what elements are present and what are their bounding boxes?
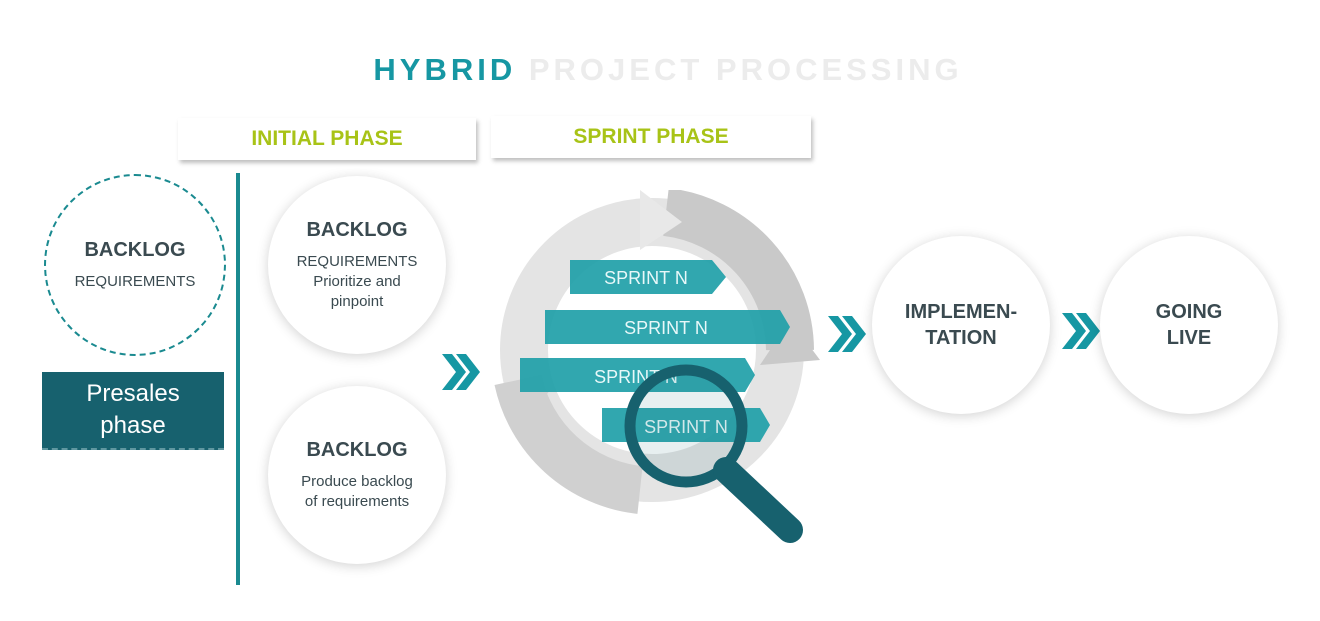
sprint-cycle-graphic: SPRINT N SPRINT N SPRINT N SPRINT N [494,190,820,543]
initial-backlog-top-circle: BACKLOG REQUIREMENTS Prioritize and pinp… [268,176,446,354]
presales-backlog-heading: BACKLOG [84,238,186,261]
sprint-banner-1: SPRINT N [570,260,726,294]
phase-divider-line [236,173,240,585]
sprint-label-2: SPRINT N [624,318,708,338]
implementation-line1: IMPLEMEN- [904,301,1018,323]
going-live-circle: GOING LIVE [1100,236,1278,414]
initial-top-line1: REQUIREMENTS [296,252,418,270]
sprint-phase-header: SPRINT PHASE [491,116,811,158]
chevron-double-right-icon [1062,313,1100,349]
presales-line2: phase [100,412,166,439]
initial-top-line2: Prioritize and [313,272,401,290]
going-live-line2: LIVE [1166,327,1212,349]
going-live-line1: GOING [1155,301,1223,323]
initial-phase-header: INITIAL PHASE [178,118,476,160]
initial-top-line3: pinpoint [330,292,384,310]
chevron-double-right-icon [442,354,480,390]
initial-top-heading: BACKLOG [306,218,408,241]
page-title: HYBRID PROJECT PROCESSING [0,52,1320,88]
sprint-banner-4: SPRINT N [602,408,770,442]
presales-line1: Presales [86,380,180,407]
initial-bottom-line1: Produce backlog [301,472,413,490]
sprint-label-1: SPRINT N [604,268,688,288]
presales-phase-box: Presales phase [42,372,224,450]
magnifier-icon [624,364,803,543]
implementation-line2: TATION [925,327,997,349]
title-part-hybrid: HYBRID [373,52,517,87]
sprint-label-4: SPRINT N [644,417,728,437]
cycle-arrows-icon [494,190,820,514]
title-part-rest: PROJECT PROCESSING [528,52,963,87]
sprint-banner-2: SPRINT N [545,310,790,344]
initial-bottom-line2: of requirements [304,492,410,510]
presales-backlog-circle: BACKLOG REQUIREMENTS [44,174,226,356]
presales-backlog-body: REQUIREMENTS [74,272,196,290]
initial-backlog-bottom-circle: BACKLOG Produce backlog of requirements [268,386,446,564]
chevron-double-right-icon [828,316,866,352]
initial-bottom-heading: BACKLOG [306,438,408,461]
implementation-circle: IMPLEMEN- TATION [872,236,1050,414]
